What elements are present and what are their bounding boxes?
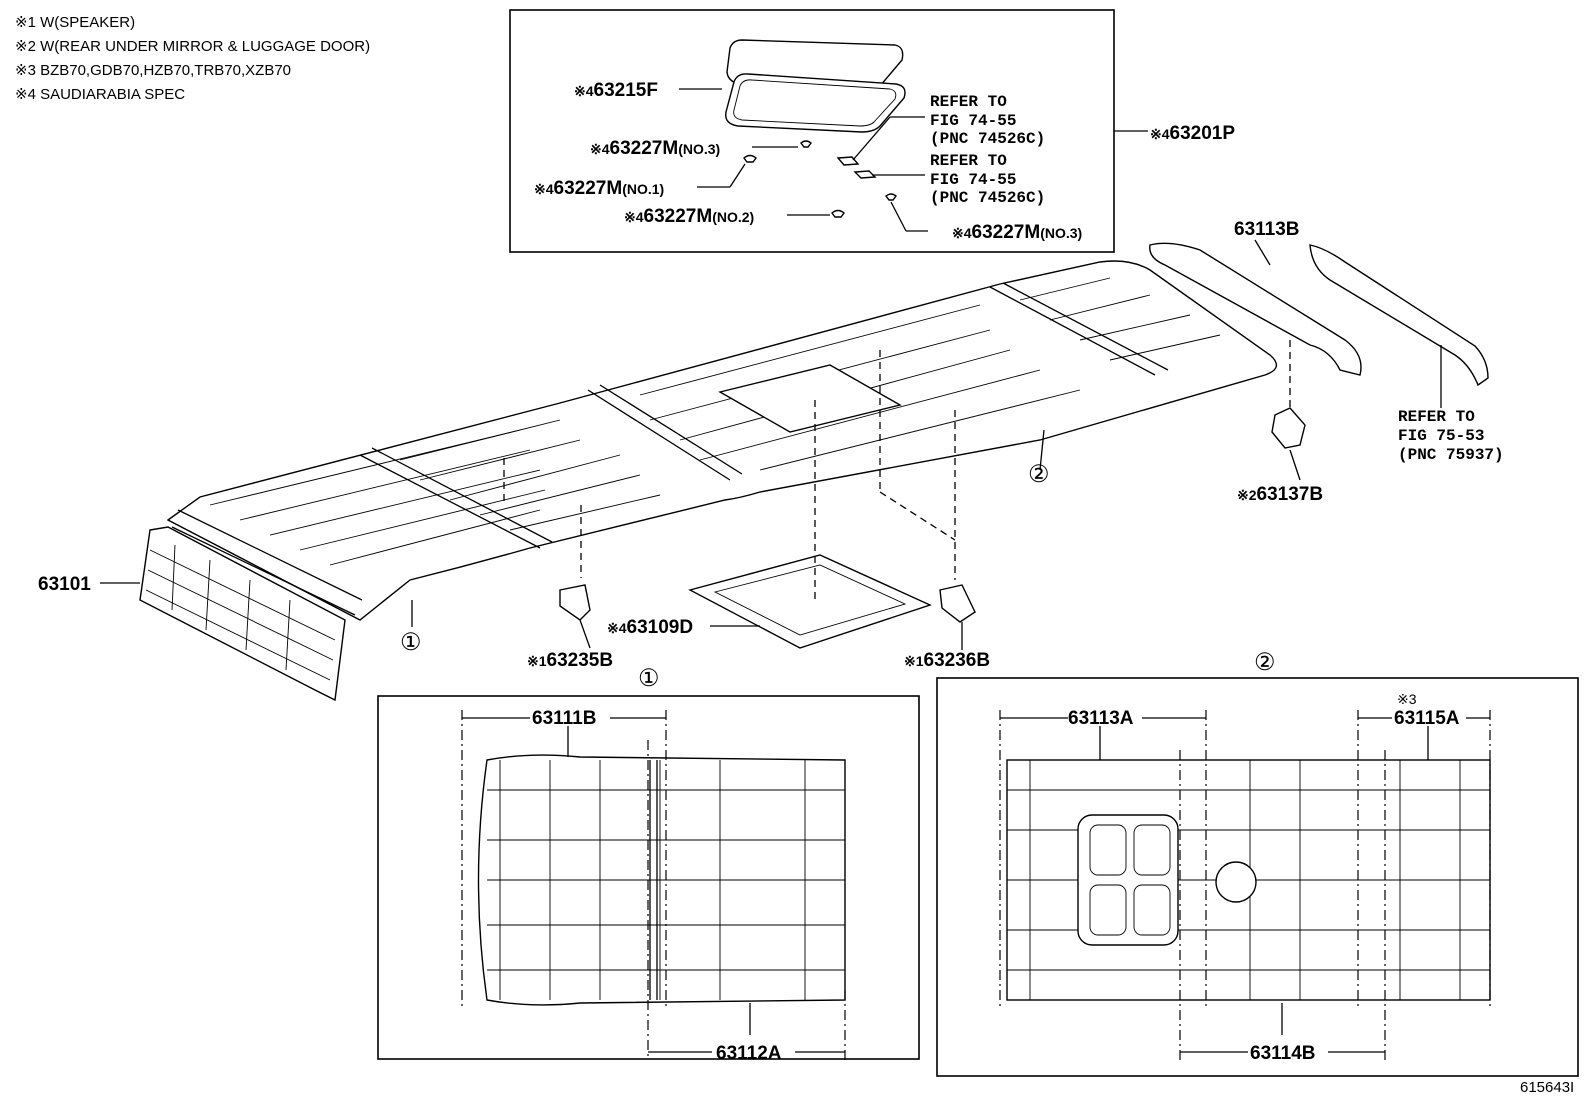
note-3: ※3 BZB70,GDB70,HZB70,TRB70,XZB70 (15, 62, 291, 79)
63235B-code: 63235B (547, 650, 614, 671)
63115A-code: 63115A (1394, 708, 1460, 729)
svg-text:※463215F: ※463215F (574, 80, 658, 101)
detail-1-frame (377, 695, 920, 1060)
roof-assembly: 63113B REFER TO FIG 75-53 (PNC 75937) ※2… (38, 219, 1504, 702)
63235B-mark: ※1 (527, 653, 547, 669)
detail-1-circle: ① (638, 665, 660, 692)
63227M-no1-code: 63227M (554, 178, 623, 199)
refer1-line2: FIG 74-55 (930, 112, 1016, 130)
note-1: ※1 W(SPEAKER) (15, 14, 135, 31)
63111B-label: 63111B (532, 708, 596, 729)
63109D-code: 63109D (627, 617, 694, 638)
sunroof-seal-part (725, 73, 906, 133)
refer1-line1: REFER TO (930, 93, 1007, 111)
svg-text:※163235B: ※163235B (527, 650, 613, 671)
63215F-code: 63215F (594, 80, 658, 101)
63115A-mark: ※3 (1397, 691, 1417, 707)
bracket-63236B (939, 584, 976, 623)
63113A-label: 63113A (1068, 708, 1134, 729)
clip-no3-right (885, 193, 897, 201)
63215F-mark: ※4 (574, 83, 594, 99)
pad-1 (836, 156, 860, 166)
note-2: ※2 W(REAR UNDER MIRROR & LUGGAGE DOOR) (15, 38, 370, 55)
63227M-no2-code: 63227M (644, 206, 713, 227)
clip-no1 (743, 154, 757, 163)
63236B-code: 63236B (924, 650, 991, 671)
63227M-no3-right-code: 63227M (972, 222, 1041, 243)
figure-id: 615643I (1520, 1079, 1574, 1096)
sunroof-inset: ※463215F ※463227M(NO.3) ※463227M(NO.1) ※… (509, 9, 1148, 253)
legend-notes: ※1 W(SPEAKER) ※2 W(REAR UNDER MIRROR & L… (15, 14, 370, 103)
63112A-label: 63112A (716, 1043, 782, 1064)
pad-2 (853, 170, 877, 179)
63201P-mark: ※4 (1150, 126, 1170, 142)
refer2-line1: REFER TO (930, 152, 1007, 170)
63114B-label: 63114B (1250, 1043, 1316, 1064)
svg-text:※463201P: ※463201P (1150, 123, 1235, 144)
clip-no3-left (800, 140, 812, 148)
63227M-no1-sub: (NO.1) (622, 181, 664, 197)
63227M-no3-right-mark: ※4 (952, 225, 972, 241)
refer2-line3: (PNC 74526C) (930, 189, 1045, 207)
detail-2-frame (936, 677, 1579, 1077)
svg-text:※463227M(NO.1): ※463227M(NO.1) (534, 178, 664, 199)
clip-no2 (831, 209, 845, 218)
detail-2-sunroof-opening (1077, 814, 1179, 946)
rear-spoiler-part (1149, 242, 1362, 376)
svg-text:※463227M(NO.2): ※463227M(NO.2) (624, 206, 754, 227)
63227M-no2-mark: ※4 (624, 209, 644, 225)
svg-text:※263137B: ※263137B (1237, 484, 1323, 505)
63227M-no1-mark: ※4 (534, 181, 554, 197)
refer2-line2: FIG 74-55 (930, 171, 1016, 189)
svg-text:※463109D: ※463109D (607, 617, 693, 638)
refer3-line2: FIG 75-53 (1398, 427, 1484, 445)
63101-label: 63101 (38, 574, 91, 595)
rear-garnish-part (1309, 244, 1489, 387)
circle-1-marker: ① (400, 629, 422, 656)
63137B-code: 63137B (1257, 484, 1324, 505)
63227M-no3-left-sub: (NO.3) (678, 141, 720, 157)
sunroof-frame-part (688, 554, 932, 649)
detail-2-round-hole (1215, 861, 1257, 903)
63227M-no3-left-mark: ※4 (590, 141, 610, 157)
63109D-mark: ※4 (607, 620, 627, 636)
svg-text:※163236B: ※163236B (904, 650, 990, 671)
roof-sunroof-opening (718, 364, 902, 433)
63113B-label: 63113B (1234, 219, 1300, 240)
svg-text:※463227M(NO.3): ※463227M(NO.3) (590, 138, 720, 159)
detail-2: ② 63113A ※3 63115A 63114B (936, 649, 1579, 1077)
svg-text:※463227M(NO.3): ※463227M(NO.3) (952, 222, 1082, 243)
bracket-63137B (1271, 407, 1306, 449)
roof-panel (166, 260, 1278, 621)
63227M-no3-right-sub: (NO.3) (1040, 225, 1082, 241)
refer3-line1: REFER TO (1398, 408, 1475, 426)
63227M-no2-sub: (NO.2) (712, 209, 754, 225)
63227M-no3-left-code: 63227M (610, 138, 679, 159)
63236B-mark: ※1 (904, 653, 924, 669)
bracket-63235B (559, 584, 591, 621)
refer1-line3: (PNC 74526C) (930, 130, 1045, 148)
detail-1: ① 63111B 63112A (377, 665, 920, 1064)
63201P-code: 63201P (1170, 123, 1236, 144)
detail-2-circle: ② (1254, 649, 1276, 676)
circle-2-marker: ② (1028, 461, 1050, 488)
refer3-line3: (PNC 75937) (1398, 446, 1504, 464)
note-4: ※4 SAUDIARABIA SPEC (15, 86, 185, 103)
63137B-mark: ※2 (1237, 487, 1257, 503)
